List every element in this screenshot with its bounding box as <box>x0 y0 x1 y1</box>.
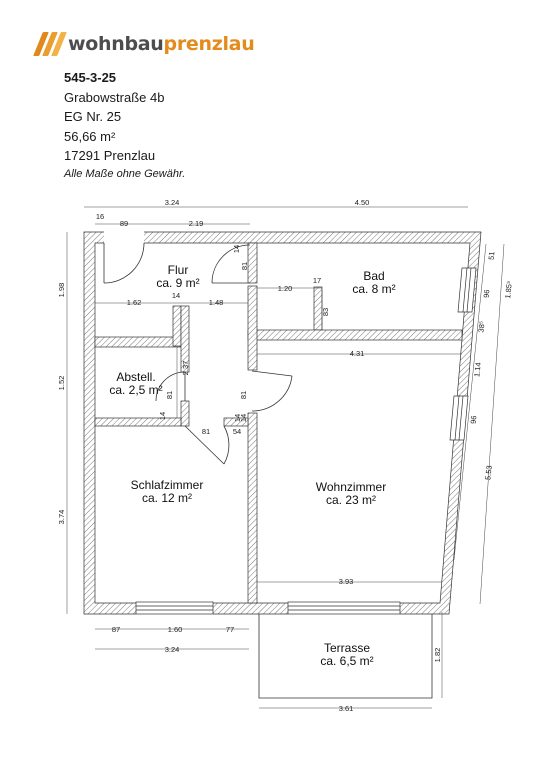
dim-right-553: 5.53 <box>483 465 493 480</box>
window-bad <box>457 267 477 313</box>
wall-bad-bottom <box>247 329 463 341</box>
room-labels: Flur ca. 9 m² Bad ca. 8 m² Abstell. ca. … <box>109 263 395 668</box>
dim-bottom-77: 77 <box>226 625 234 634</box>
window-bottom-right <box>287 601 401 615</box>
dim-wohn-width-bottom: 3.93 <box>339 577 354 586</box>
wall-abstell-right-base <box>180 400 190 427</box>
window-wohnzimmer <box>449 395 469 441</box>
dim-left-height-3: 3.74 <box>57 510 66 525</box>
dim-bottom-324: 3.24 <box>165 645 180 654</box>
door-abstell <box>155 371 186 402</box>
room-wohnzimmer-name: Wohnzimmer <box>316 480 386 494</box>
walls <box>83 231 482 615</box>
wall-central <box>247 285 258 371</box>
dim-wohn-door-wall: 14 <box>239 414 248 422</box>
unit-disclaimer: Alle Maße ohne Gewähr. <box>64 167 186 180</box>
dim-bad-width: 1.20 <box>278 284 293 293</box>
unit-floor: EG Nr. 25 <box>64 109 122 124</box>
openings <box>104 231 400 615</box>
dim-left-height-1: 1.98 <box>57 283 66 298</box>
dim-terrace-width: 3.61 <box>339 704 354 713</box>
dim-top-left-width: 3.24 <box>165 198 180 207</box>
dim-abstell-wall: 14 <box>158 412 167 420</box>
dim-schlaf-door-width: 81 <box>202 427 210 436</box>
room-bad-area: ca. 8 m² <box>352 282 395 296</box>
brand-logo: wohnbauprenzlau <box>33 28 255 60</box>
brand-name: wohnbauprenzlau <box>68 33 255 55</box>
wall-schlaf-top <box>94 417 182 427</box>
dim-top-right-width: 4.50 <box>355 198 370 207</box>
doors <box>103 242 293 465</box>
dim-schlaf-gap: 54 <box>233 427 241 436</box>
windows <box>135 267 477 615</box>
dim-bad-depth: 83 <box>321 308 330 316</box>
dim-flur-wall-b: 81 <box>240 262 249 270</box>
dim-right-38: 38⁵ <box>476 321 486 333</box>
dim-right-51: 51 <box>487 251 497 260</box>
dim-door-offset: 16 <box>96 212 104 221</box>
dimension-lines <box>66 206 505 709</box>
dim-right-185: 1.85⁵ <box>503 280 514 299</box>
dim-door-width: 89 <box>120 219 128 228</box>
door-bad <box>211 244 251 284</box>
dim-right-96b: 96 <box>469 415 479 424</box>
dim-flur-width: 2.19 <box>189 219 204 228</box>
brand-name-part1: wohnbau <box>68 33 164 55</box>
dim-flur-right: 1.48 <box>209 298 224 307</box>
wall-central-lower <box>247 412 258 604</box>
dim-flur-wall-a: 14 <box>232 245 241 253</box>
unit-id: 545-3-25 <box>64 70 117 85</box>
room-wohnzimmer-area: ca. 23 m² <box>326 493 376 507</box>
wall-flur-bad <box>247 242 258 284</box>
room-abstell-area: ca. 2,5 m² <box>109 383 162 397</box>
room-flur-name: Flur <box>168 263 189 277</box>
dim-left-height-2: 1.52 <box>57 376 66 391</box>
dim-bad-wall: 17 <box>313 276 321 285</box>
room-bad-name: Bad <box>363 269 384 283</box>
window-bottom-left <box>135 601 214 615</box>
unit-area: 56,66 m² <box>64 128 116 144</box>
wall-abstell-top <box>94 336 182 348</box>
door-wohnzimmer <box>251 370 293 412</box>
dim-abstell-door: 81 <box>165 391 174 399</box>
room-terrasse-area: ca. 6,5 m² <box>320 654 373 668</box>
dim-wohn-width-top: 4.31 <box>350 349 365 358</box>
outer-wall <box>83 231 482 615</box>
door-schlafzimmer <box>184 425 230 465</box>
wall-schlaf-top-right <box>223 417 249 427</box>
unit-info: 545-3-25 Grabowstraße 4b EG Nr. 25 56,66… <box>64 68 185 182</box>
dim-wohn-door: 81 <box>239 391 248 399</box>
dim-bottom-87: 87 <box>112 625 120 634</box>
room-schlafzimmer-area: ca. 12 m² <box>142 491 192 505</box>
dimension-labels: 3.24 4.50 16 89 2.19 14 81 1.62 14 1.48 … <box>57 198 514 713</box>
brand-name-part2: prenzlau <box>163 33 255 55</box>
dim-flur-left: 1.62 <box>127 298 142 307</box>
unit-city: 17291 Prenzlau <box>64 148 156 163</box>
dim-right-114: 1.14 <box>472 362 482 377</box>
dim-schlaf-door-left: 14 <box>233 414 242 422</box>
dim-abstell-height: 2.37 <box>181 361 190 376</box>
unit-street: Grabowstraße 4b <box>64 89 165 105</box>
wall-abstell-right <box>172 305 182 347</box>
dim-right-96a: 96 <box>482 289 492 298</box>
dim-bottom-160: 1.60 <box>168 625 183 634</box>
door-entrance <box>103 242 145 284</box>
dim-terrace-depth: 1.82 <box>433 648 442 663</box>
room-schlafzimmer-name: Schlafzimmer <box>131 478 204 492</box>
room-abstell-name: Abstell. <box>116 370 155 384</box>
room-terrasse-name: Terrasse <box>324 641 370 655</box>
dim-flur-mid-wall: 14 <box>172 291 180 300</box>
room-flur-area: ca. 9 m² <box>156 276 199 290</box>
terrace-outline <box>258 612 433 699</box>
